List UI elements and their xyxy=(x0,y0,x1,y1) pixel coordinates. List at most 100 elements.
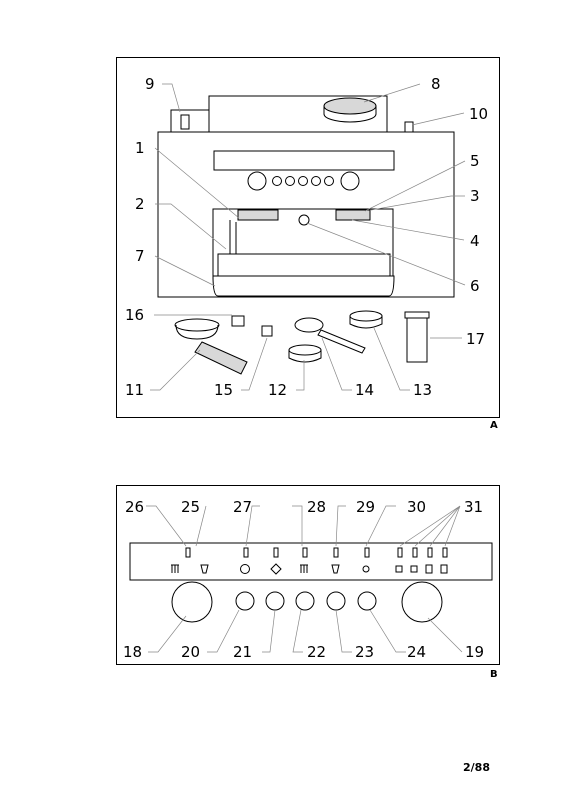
water-tank-body xyxy=(323,106,377,123)
callout-15: 15 xyxy=(214,381,233,399)
indicator-light-b xyxy=(364,547,370,558)
callout-18: 18 xyxy=(123,643,142,661)
long-coffee-icon xyxy=(425,564,433,574)
indicator-light-31c xyxy=(442,547,448,558)
leader-24 xyxy=(369,609,406,653)
leader-28 xyxy=(292,505,303,546)
leader-12 xyxy=(296,360,305,391)
leader-10 xyxy=(411,112,465,126)
power-button[interactable] xyxy=(235,591,255,611)
leader-3 xyxy=(370,195,465,211)
callout-6: 6 xyxy=(470,277,480,295)
one-cup-icon xyxy=(395,565,403,573)
figure-a-panel xyxy=(116,57,500,418)
callout-20: 20 xyxy=(181,643,200,661)
button-a3 xyxy=(298,176,308,186)
filter-one-cup-body xyxy=(288,350,322,363)
leader-1 xyxy=(154,147,240,219)
callout-16: 16 xyxy=(125,306,144,324)
indicator-light-27 xyxy=(243,547,249,558)
steam-symbol-icon xyxy=(171,564,179,573)
steam-knob-a xyxy=(247,171,267,191)
hot-water-spout xyxy=(335,209,371,221)
callout-4: 4 xyxy=(470,232,480,250)
light-button[interactable] xyxy=(357,591,377,611)
steam-nozzle xyxy=(261,325,273,337)
callout-22: 22 xyxy=(307,643,326,661)
indicator-light-31b xyxy=(427,547,433,558)
callout-27: 27 xyxy=(233,498,252,516)
water-icon xyxy=(331,564,340,574)
callout-17: 17 xyxy=(466,330,485,348)
hot-water-symbol-icon xyxy=(200,564,209,574)
callout-9: 9 xyxy=(145,75,155,93)
callout-8: 8 xyxy=(431,75,441,93)
water-filter-cartridge xyxy=(404,311,430,363)
callout-1: 1 xyxy=(135,139,145,157)
page-number: 2/88 xyxy=(463,761,490,774)
leader-5 xyxy=(364,160,466,212)
control-panel-strip xyxy=(213,150,395,171)
leader-30 xyxy=(365,505,396,547)
steam-button[interactable] xyxy=(295,591,315,611)
button-a2 xyxy=(285,176,295,186)
leader-11 xyxy=(150,349,201,391)
callout-31: 31 xyxy=(464,498,483,516)
coffee-icon xyxy=(270,563,282,575)
callout-19: 19 xyxy=(465,643,484,661)
callout-5: 5 xyxy=(470,152,480,170)
leader-2 xyxy=(155,203,227,250)
indicator-light-a xyxy=(273,547,279,558)
mug-icon xyxy=(440,564,448,574)
measuring-scoop-handle xyxy=(317,329,366,354)
filter-holder-handle xyxy=(194,341,248,375)
leader-31 xyxy=(399,505,461,547)
callout-30: 30 xyxy=(407,498,426,516)
callout-11: 11 xyxy=(125,381,144,399)
callout-21: 21 xyxy=(233,643,252,661)
button-a4 xyxy=(311,176,321,186)
cappuccino-adaptor xyxy=(231,315,245,327)
callout-10: 10 xyxy=(469,105,488,123)
leader-21 xyxy=(262,609,276,653)
callout-25: 25 xyxy=(181,498,200,516)
leader-20 xyxy=(207,609,240,653)
hot-water-knob-a xyxy=(340,171,360,191)
callout-3: 3 xyxy=(470,187,480,205)
callout-7: 7 xyxy=(135,247,145,265)
callout-28: 28 xyxy=(307,498,326,516)
hot-water-knob[interactable] xyxy=(401,581,443,623)
fixing-clip-left xyxy=(180,114,190,130)
button-a5 xyxy=(324,176,334,186)
leader-23 xyxy=(335,609,352,653)
leader-14 xyxy=(321,337,352,391)
leader-18 xyxy=(148,615,187,653)
leader-27 xyxy=(245,505,260,547)
filter-holder-cup xyxy=(174,318,220,332)
steam-knob[interactable] xyxy=(171,581,213,623)
leader-29 xyxy=(335,505,346,547)
leader-22 xyxy=(292,609,303,653)
two-cups-icon xyxy=(410,565,418,573)
figure-a-letter: A xyxy=(490,420,498,431)
callout-12: 12 xyxy=(268,381,287,399)
leader-7 xyxy=(154,255,216,287)
callout-14: 14 xyxy=(355,381,374,399)
figure-b-panel xyxy=(116,485,500,665)
measuring-scoop-bowl xyxy=(294,317,324,333)
button-a1 xyxy=(272,176,282,186)
steam-icon xyxy=(300,564,308,573)
indicator-light-25 xyxy=(185,547,191,558)
callout-23: 23 xyxy=(355,643,374,661)
drip-tray xyxy=(212,275,395,297)
callout-26: 26 xyxy=(125,498,144,516)
figure-b-letter: B xyxy=(490,669,498,680)
leader-6 xyxy=(306,222,466,286)
leader-9 xyxy=(162,83,181,113)
